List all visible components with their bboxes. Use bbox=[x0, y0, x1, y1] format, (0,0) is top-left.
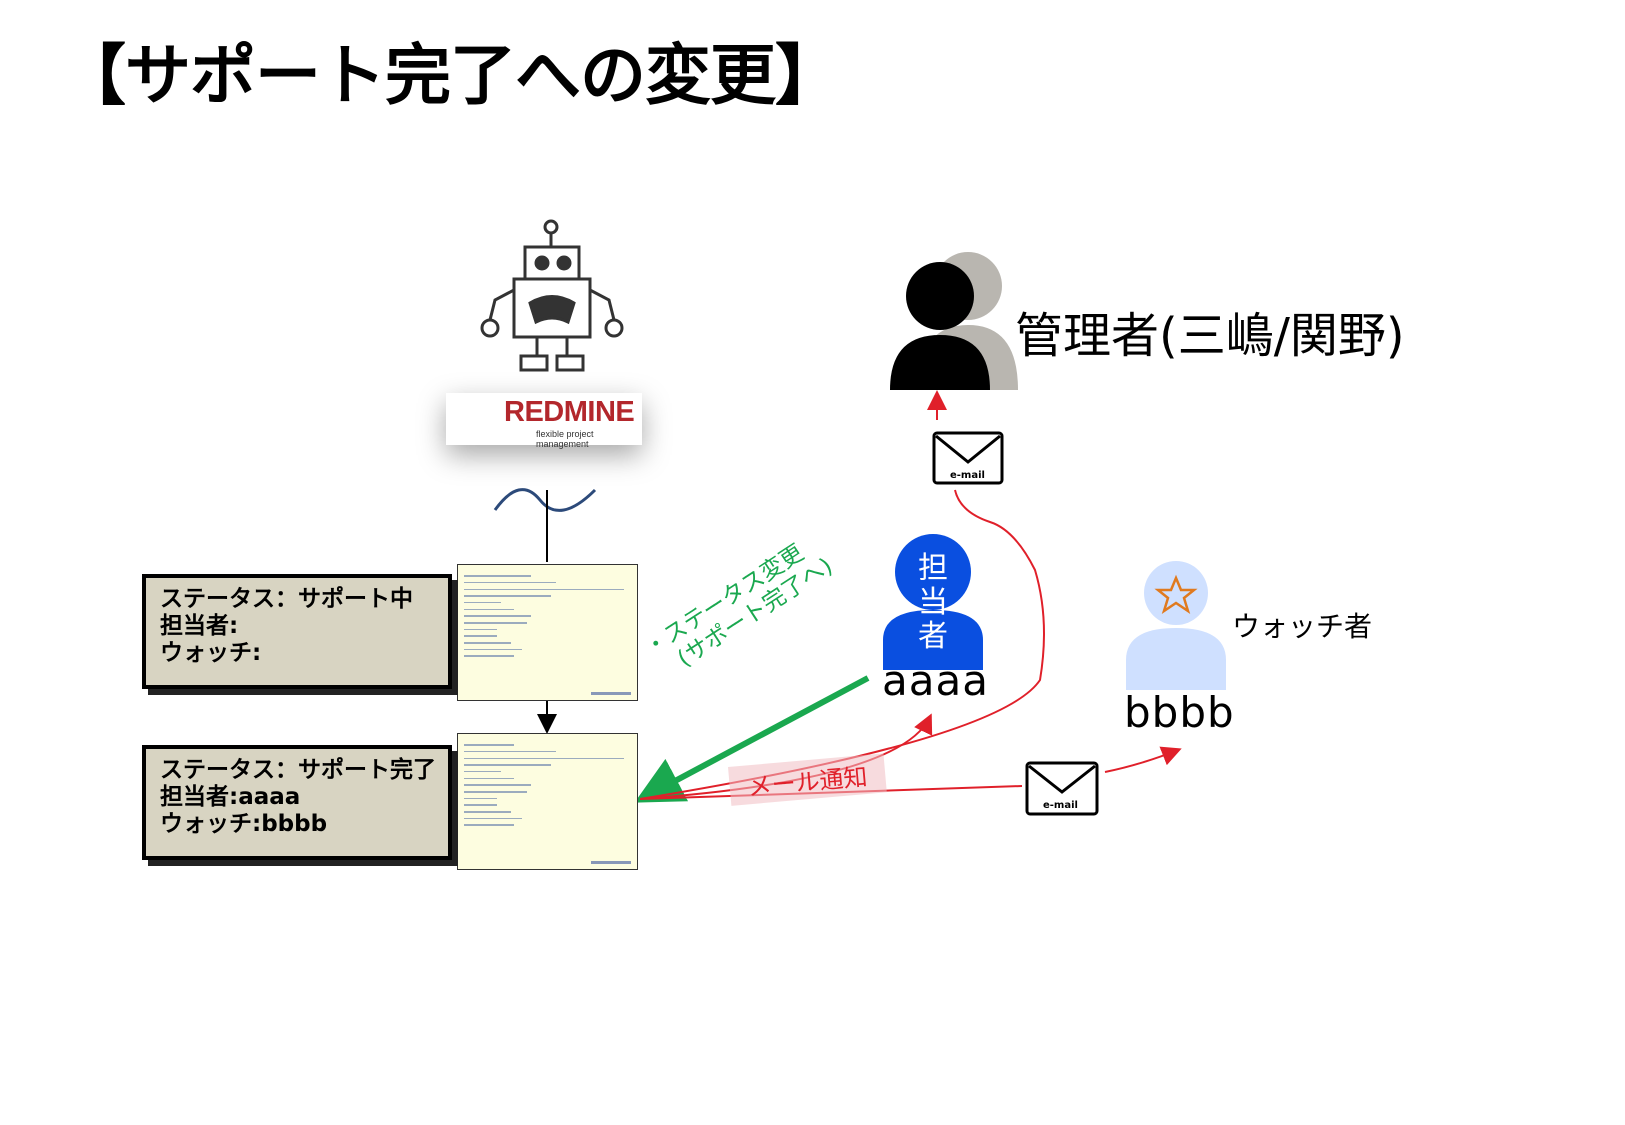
callout-after-watcher: ウォッチ:bbbb bbox=[160, 811, 328, 837]
ticket-before bbox=[457, 564, 638, 701]
envelope-label-watcher: e-mail bbox=[1043, 800, 1078, 811]
page-title: 【サポート完了への変更】 bbox=[60, 37, 841, 114]
status-change-arrow bbox=[634, 675, 870, 803]
redmine-wordmark: REDMINE bbox=[504, 396, 635, 428]
robot-icon bbox=[480, 219, 624, 372]
assignee-name: aaaa bbox=[882, 656, 989, 705]
callout-after-status: ステータス：サポート完了 bbox=[160, 757, 436, 783]
watcher-label: ウォッチ者 bbox=[1232, 610, 1373, 643]
assignee-icon bbox=[883, 534, 983, 670]
redmine-logo: REDMINE flexible project management bbox=[446, 393, 642, 449]
redmine-tagline: flexible project management bbox=[536, 429, 594, 449]
callout-after: ステータス：サポート完了 担当者:aaaa ウォッチ:bbbb bbox=[142, 745, 452, 860]
envelope-icon-admin bbox=[932, 431, 1004, 485]
watcher-icon bbox=[1126, 561, 1226, 690]
callout-after-assignee: 担当者:aaaa bbox=[160, 784, 301, 810]
callout-before: ステータス：サポート中 担当者: ウォッチ: bbox=[142, 574, 452, 689]
envelope-label-admin: e-mail bbox=[950, 470, 985, 481]
break-wave bbox=[493, 488, 597, 512]
watcher-name: bbbb bbox=[1124, 688, 1235, 737]
assignee-badge-char-3: 者 bbox=[918, 619, 948, 654]
admin-label: 管理者(三嶋/関野) bbox=[1015, 308, 1405, 364]
callout-before-status: ステータス：サポート中 bbox=[160, 586, 413, 612]
callout-before-watcher: ウォッチ: bbox=[160, 640, 262, 666]
callout-before-assignee: 担当者: bbox=[160, 613, 239, 639]
ticket-after bbox=[457, 733, 638, 870]
admin-icon bbox=[890, 252, 1018, 390]
assignee-badge-char-2: 当 bbox=[918, 585, 948, 620]
envelope-icon-watcher bbox=[1025, 761, 1099, 816]
assignee-badge-char-1: 担 bbox=[918, 551, 948, 586]
